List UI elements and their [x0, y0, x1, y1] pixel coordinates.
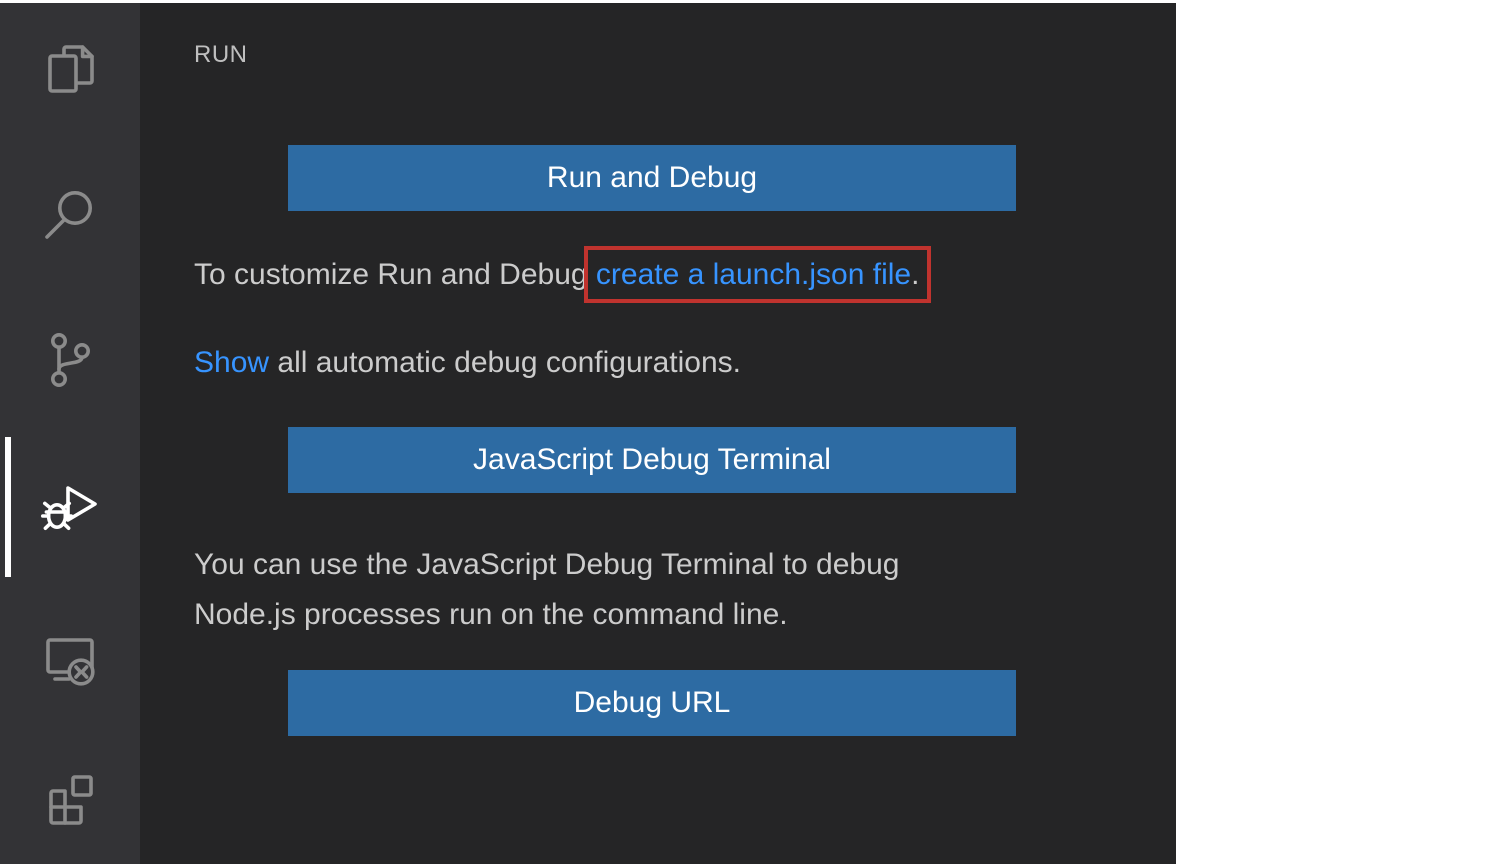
extensions-icon: [49, 775, 93, 825]
panel-title: RUN: [194, 41, 248, 68]
js-debug-terminal-button[interactable]: JavaScript Debug Terminal: [288, 427, 1016, 493]
customize-hint-prefix: To customize Run and Debug: [194, 258, 596, 291]
activity-item-search[interactable]: [38, 183, 102, 247]
active-tab-indicator: [5, 437, 11, 577]
terminal-description-line1: You can use the JavaScript Debug Termina…: [194, 548, 900, 581]
terminal-description-line2: Node.js processes run on the command lin…: [194, 598, 788, 631]
activity-item-explorer[interactable]: [38, 38, 102, 102]
show-configs-hint: Show all automatic debug configurations.: [194, 343, 1094, 383]
customize-hint-suffix: .: [911, 258, 920, 291]
activity-item-extensions[interactable]: [38, 768, 102, 832]
run-and-debug-button[interactable]: Run and Debug: [288, 145, 1016, 211]
files-icon: [48, 45, 94, 93]
run-panel: RUN Run and Debug To customize Run and D…: [140, 3, 1176, 864]
vscode-window: RUN Run and Debug To customize Run and D…: [0, 3, 1176, 864]
launch-json-annotation-box: create a launch.json file.: [583, 246, 932, 303]
customize-hint: To customize Run and Debug create a laun…: [194, 246, 1094, 303]
search-icon: [45, 191, 92, 239]
activity-item-run-and-debug[interactable]: [38, 473, 102, 537]
activity-bar: [0, 3, 140, 864]
activity-item-remote-explorer[interactable]: [38, 625, 102, 689]
show-configurations-link[interactable]: Show: [194, 346, 270, 379]
debug-url-button[interactable]: Debug URL: [288, 670, 1016, 736]
remote-monitor-icon: [46, 638, 95, 686]
git-branch-icon: [51, 333, 90, 387]
terminal-description: You can use the JavaScript Debug Termina…: [194, 540, 1094, 640]
debug-play-bug-icon: [41, 486, 97, 530]
create-launch-json-link[interactable]: create a launch.json file: [595, 258, 912, 291]
activity-item-source-control[interactable]: [38, 328, 102, 392]
show-configs-suffix: all automatic debug configurations.: [269, 346, 742, 379]
